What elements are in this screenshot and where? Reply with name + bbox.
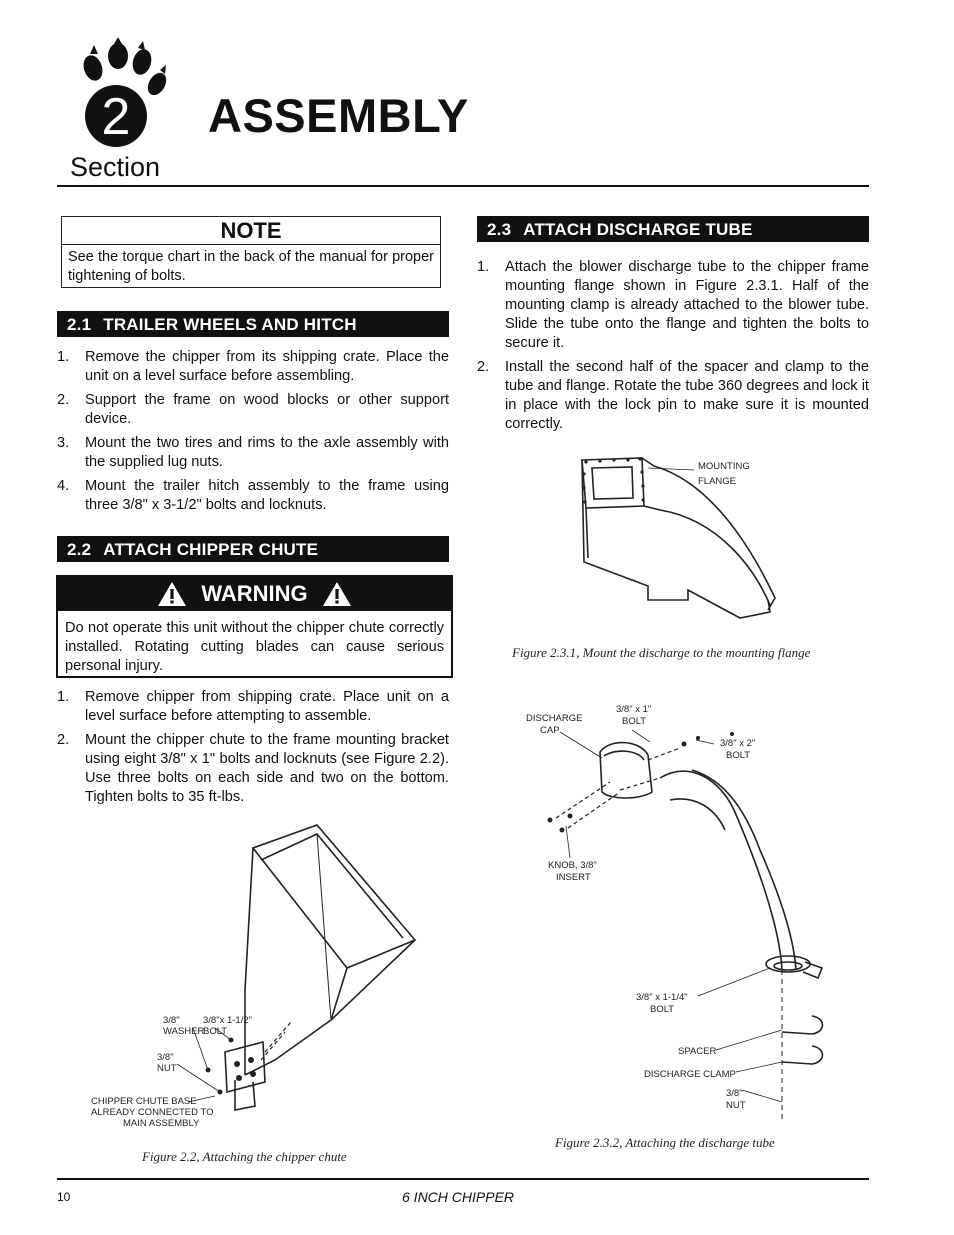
warning-triangle-icon [158,582,187,606]
svg-text:KNOB, 3/8": KNOB, 3/8" [548,860,597,871]
section-2-1-heading: 2.1 TRAILER WHEELS AND HITCH [57,311,449,337]
svg-text:MOUNTING: MOUNTING [698,461,750,472]
figure-2-3-2-caption: Figure 2.3.2, Attaching the discharge tu… [555,1135,775,1150]
figure-2-2-caption: Figure 2.2, Attaching the chipper chute [142,1149,347,1164]
section-2-1-title: TRAILER WHEELS AND HITCH [103,315,357,334]
svg-text:BOLT: BOLT [726,750,750,761]
footer-rule [57,1178,869,1180]
section-2-3-number: 2.3 [487,220,512,239]
list-item: 2.Mount the chipper chute to the frame m… [57,732,449,805]
paw-print-logo: 2 [83,38,167,147]
svg-text:CHIPPER CHUTE BASE: CHIPPER CHUTE BASE [91,1096,197,1107]
list-item: 1.Attach the blower discharge tube to th… [477,259,869,351]
section-2-3-heading: 2.3 ATTACH DISCHARGE TUBE [477,216,869,242]
section-label: Section [70,152,161,182]
list-item: 4.Mount the trailer hitch assembly to th… [57,478,449,513]
svg-text:DISCHARGE CLAMP: DISCHARGE CLAMP [644,1069,736,1080]
svg-text:MAIN ASSEMBLY: MAIN ASSEMBLY [123,1118,200,1129]
section-2-2-heading: 2.2 ATTACH CHIPPER CHUTE [57,536,449,562]
svg-text:BOLT: BOLT [622,716,646,727]
page-title: ASSEMBLY [208,89,469,142]
list-item: 1.Remove chipper from shipping crate. Pl… [57,689,449,724]
header-rule [57,185,869,187]
section-number: 2 [102,88,131,146]
svg-text:3/8": 3/8" [163,1015,180,1026]
note-heading: NOTE [62,217,440,245]
svg-text:3/8"x 1-1/2": 3/8"x 1-1/2" [203,1015,252,1026]
svg-text:3/8" x 2": 3/8" x 2" [720,738,755,749]
list-item: 1.Remove the chipper from its shipping c… [57,349,449,384]
figure-2-3-1-caption: Figure 2.3.1, Mount the discharge to the… [512,645,811,660]
section-2-1-number: 2.1 [67,315,92,334]
note-box: NOTE See the torque chart in the back of… [61,216,441,288]
warning-heading: WARNING [201,581,308,606]
svg-text:3/8": 3/8" [157,1052,174,1063]
figure-2-2-drawing: 3/8" WASHER 3/8"x 1-1/2" BOLT 3/8" NUT C… [91,824,417,1129]
svg-text:BOLT: BOLT [650,1004,674,1015]
note-text: See the torque chart in the back of the … [68,249,434,284]
warning-triangle-icon [322,582,351,606]
svg-text:SPACER: SPACER [678,1046,717,1057]
warning-box: WARNING Do not operate this unit without… [56,575,453,678]
svg-text:3/8": 3/8" [726,1088,743,1099]
svg-text:ALREADY CONNECTED TO: ALREADY CONNECTED TO [91,1107,213,1118]
warning-text: Do not operate this unit without the chi… [65,620,444,674]
section-2-2-list: 1.Remove chipper from shipping crate. Pl… [57,688,449,812]
section-2-3-title: ATTACH DISCHARGE TUBE [523,220,753,239]
list-item: 2.Support the frame on wood blocks or ot… [57,392,449,427]
list-item: 3.Mount the two tires and rims to the ax… [57,435,449,470]
svg-text:INSERT: INSERT [556,872,591,883]
svg-text:FLANGE: FLANGE [698,476,736,487]
warning-header: WARNING [58,577,451,611]
section-2-3-list: 1.Attach the blower discharge tube to th… [477,258,869,439]
page-number: 10 [57,1190,71,1204]
svg-text:DISCHARGE: DISCHARGE [526,713,582,724]
svg-text:WASHER: WASHER [163,1026,204,1037]
list-item: 2.Install the second half of the spacer … [477,359,869,432]
svg-text:3/8" x 1": 3/8" x 1" [616,704,651,715]
figure-2-3-2-drawing: DISCHARGE CAP 3/8" x 1" BOLT 3/8" x 2" B… [526,704,824,1120]
section-2-2-number: 2.2 [67,540,92,559]
figure-2-3-1-drawing: MOUNTING FLANGE [581,457,776,619]
svg-text:NUT: NUT [157,1063,177,1074]
section-2-2-title: ATTACH CHIPPER CHUTE [103,540,319,559]
footer-title: 6 INCH CHIPPER [402,1189,515,1205]
svg-text:CAP: CAP [540,725,560,736]
svg-text:NUT: NUT [726,1100,746,1111]
section-2-1-list: 1.Remove the chipper from its shipping c… [57,348,449,520]
svg-text:3/8" x 1-1/4": 3/8" x 1-1/4" [636,992,688,1003]
svg-text:BOLT: BOLT [203,1026,227,1037]
